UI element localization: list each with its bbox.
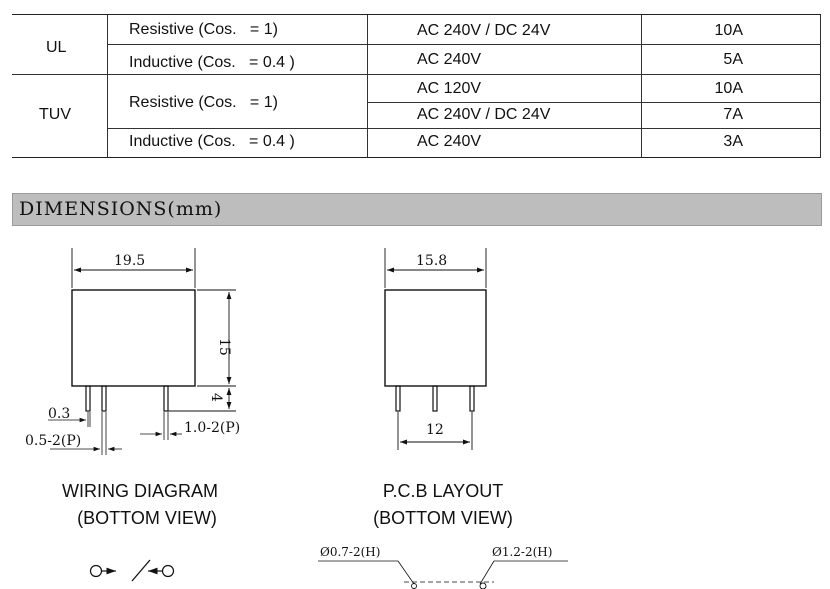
side-height-label: 15 xyxy=(216,338,232,356)
relay-pin xyxy=(395,385,401,412)
table-cell-current: 5A xyxy=(723,51,743,68)
relay-front-body xyxy=(384,289,487,387)
front-width-label: 15.8 xyxy=(416,253,447,269)
pcb-hole xyxy=(479,582,487,589)
wiring-diagram-title: WIRING DIAGRAM xyxy=(62,481,218,501)
side-width-label: 19.5 xyxy=(114,253,145,269)
pin-spacing-label: 1.0-2(P) xyxy=(184,420,240,436)
pcb-hole-small-label: Ø0.7-2(H) xyxy=(320,545,380,559)
table-divider xyxy=(820,15,821,157)
table-row-divider xyxy=(107,128,821,129)
table-group-ul: UL xyxy=(46,39,67,56)
table-row-divider xyxy=(107,44,821,45)
table-cell-load: Resistive (Cos. = 1) xyxy=(129,94,278,111)
table-row-divider xyxy=(12,74,821,75)
relay-pin xyxy=(432,385,438,412)
pcb-layout-subtitle: (BOTTOM VIEW) xyxy=(373,508,513,528)
table-row-divider xyxy=(367,102,821,103)
table-cell-voltage: AC 240V / DC 24V xyxy=(417,22,551,39)
pin-width-label: 0.5-2(P) xyxy=(25,433,81,449)
table-group-tuv: TUV xyxy=(39,106,71,123)
wiring-diagram-subtitle: (BOTTOM VIEW) xyxy=(77,508,217,528)
relay-pin xyxy=(85,385,91,412)
table-cell-current: 3A xyxy=(723,133,743,150)
pcb-hole-large-label: Ø1.2-2(H) xyxy=(492,545,552,559)
pin-length-label: 4 xyxy=(208,393,224,402)
relay-pin xyxy=(101,385,107,412)
dimensions-section-header: DIMENSIONS(mm) xyxy=(12,193,822,226)
relay-side-body xyxy=(71,289,196,387)
switch-blade xyxy=(131,559,151,582)
pin-span-label: 12 xyxy=(426,422,444,438)
contact-terminal xyxy=(89,564,103,578)
table-cell-load: Inductive (Cos. = 0.4 ) xyxy=(129,54,295,71)
table-cell-voltage: AC 240V xyxy=(417,51,482,68)
table-divider xyxy=(367,15,368,157)
pcb-hole xyxy=(411,583,417,589)
contact-ratings-table: UL Resistive (Cos. = 1) AC 240V / DC 24V… xyxy=(12,14,821,158)
dimensions-title: DIMENSIONS(mm) xyxy=(19,198,223,220)
table-cell-load: Resistive (Cos. = 1) xyxy=(129,21,278,38)
table-cell-load: Inductive (Cos. = 0.4 ) xyxy=(129,133,295,150)
table-divider xyxy=(641,15,642,157)
table-cell-current: 10A xyxy=(714,22,743,39)
table-cell-voltage: AC 240V xyxy=(417,133,482,150)
table-cell-voltage: AC 120V xyxy=(417,80,482,97)
table-divider xyxy=(107,15,108,157)
table-cell-voltage: AC 240V / DC 24V xyxy=(417,106,551,123)
pin-thickness-label: 0.3 xyxy=(48,406,70,422)
pcb-layout-title: P.C.B LAYOUT xyxy=(382,481,504,501)
relay-pin xyxy=(163,385,169,412)
table-cell-current: 10A xyxy=(714,80,743,97)
relay-pin xyxy=(469,385,475,412)
contact-terminal xyxy=(161,564,175,578)
table-cell-current: 7A xyxy=(723,106,743,123)
